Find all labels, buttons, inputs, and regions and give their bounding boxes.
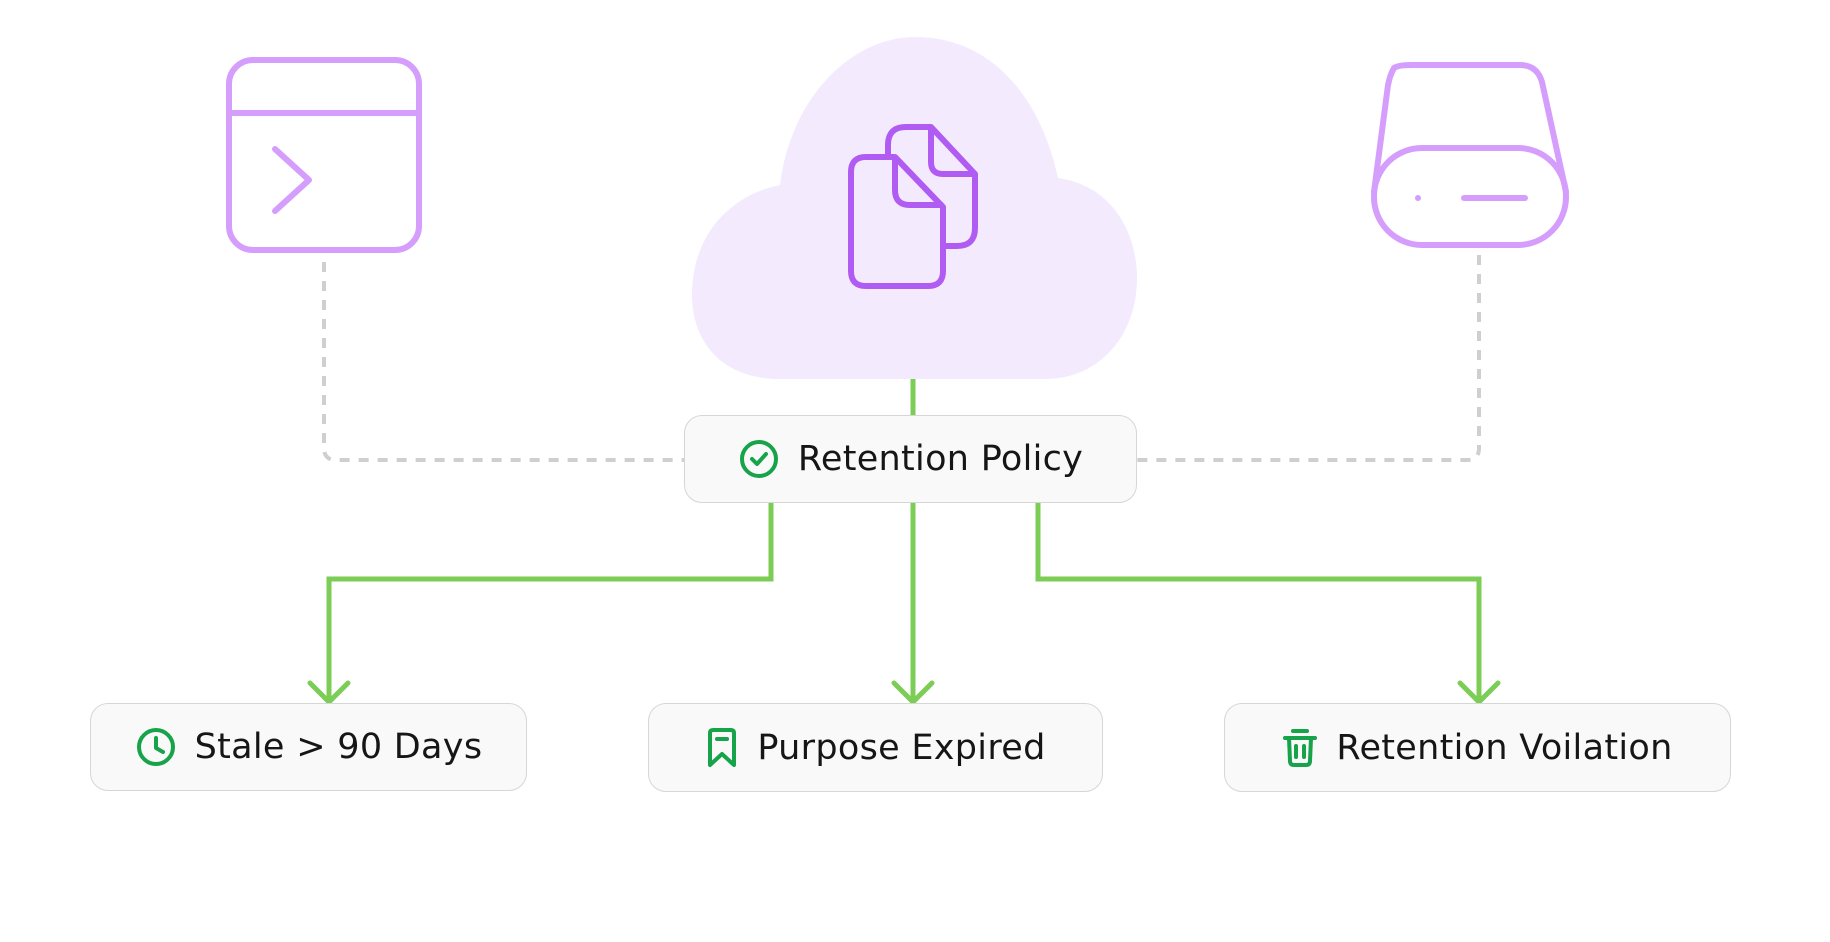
arrowhead-purpose xyxy=(891,680,935,705)
purpose-expired-node[interactable]: Purpose Expired xyxy=(648,703,1103,792)
connector-policy-to-stale xyxy=(326,503,774,701)
stale-node[interactable]: Stale > 90 Days xyxy=(90,703,527,791)
retention-policy-label: Retention Policy xyxy=(797,439,1084,479)
cloud-documents-icon xyxy=(692,37,1137,379)
retention-policy-node[interactable]: Retention Policy xyxy=(684,415,1137,503)
check-circle-icon xyxy=(739,440,778,478)
terminal-window-icon xyxy=(226,57,422,253)
hard-drive-icon xyxy=(1371,62,1569,248)
documents-icon xyxy=(848,124,978,289)
purpose-expired-label: Purpose Expired xyxy=(757,727,1046,768)
arrowhead-violation xyxy=(1457,680,1501,705)
connector-drive-to-policy xyxy=(1137,255,1481,462)
arrowhead-stale xyxy=(307,680,351,705)
retention-violation-node[interactable]: Retention Voilation xyxy=(1224,703,1731,792)
clock-icon xyxy=(136,728,175,766)
trash-icon xyxy=(1283,728,1318,767)
stale-label: Stale > 90 Days xyxy=(194,727,483,767)
retention-violation-label: Retention Voilation xyxy=(1336,727,1673,768)
connector-policy-to-violation xyxy=(1035,503,1482,701)
bookmark-icon xyxy=(708,727,737,767)
connector-terminal-to-policy xyxy=(322,262,684,462)
